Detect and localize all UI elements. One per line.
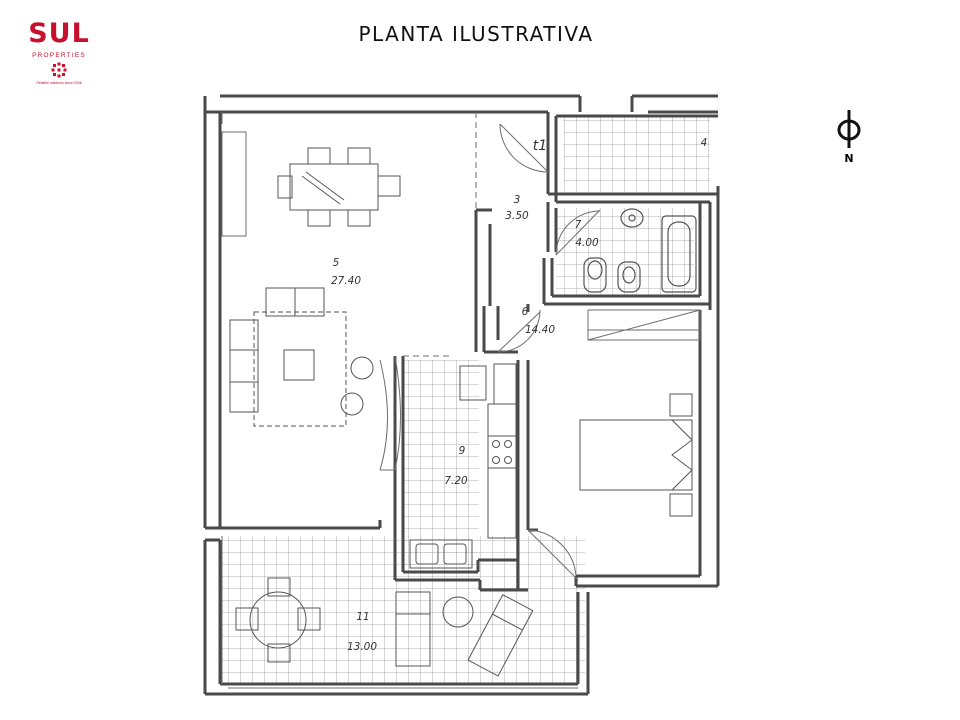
kitchen-sink: [409, 539, 473, 569]
bedroom-furniture: [579, 393, 693, 517]
thin-lines: [221, 112, 701, 689]
walls: [203, 94, 720, 696]
room-6-number: 6: [522, 306, 529, 318]
dining-chair: [347, 147, 371, 165]
nightstand: [669, 393, 693, 417]
room-7-area: 4.00: [575, 237, 599, 249]
coffee-table: [283, 349, 315, 381]
doors: [379, 123, 601, 581]
logo-subtitle: PROPERTIES: [32, 52, 86, 59]
room-5-area: 27.40: [331, 275, 361, 287]
wall-panel: [221, 131, 247, 237]
room-6-area: 14.40: [525, 324, 555, 336]
kitchen-counter: [487, 403, 517, 539]
terrace-chair: [267, 643, 291, 663]
logo-wordmark: SUL: [28, 18, 90, 49]
logo-pattern-icon: [51, 62, 67, 78]
double-bed: [579, 419, 693, 491]
north-indicator: N: [832, 108, 866, 170]
room-3-area: 3.50: [505, 210, 529, 222]
terrace-chair: [235, 607, 259, 631]
bedroom-door: [497, 309, 541, 353]
room-9-area: 7.20: [444, 475, 468, 487]
side-table: [442, 596, 474, 628]
fridge: [493, 363, 517, 405]
hob: [487, 435, 517, 469]
north-label: N: [844, 152, 854, 165]
room-labels: 3 3.50 4 5 27.40 6 14.40 7 4.00 9 7.20 1…: [331, 137, 707, 653]
balcony-tiles: [563, 116, 710, 192]
page-title: PLANTA ILUSTRATIVA: [358, 22, 594, 46]
room-3-number: 3: [514, 194, 521, 206]
logo-tagline: Reliable solutions since 2006: [36, 81, 82, 85]
dining-chair: [277, 175, 293, 199]
nightstand: [669, 493, 693, 517]
bathroom-door: [555, 209, 601, 256]
room-11-area: 13.00: [347, 641, 377, 653]
toilet: [583, 257, 607, 293]
company-logo: SUL PROPERTIES Reliable solutions since …: [24, 18, 94, 94]
lounge-chair: [395, 591, 431, 667]
dining-chair: [307, 209, 331, 227]
room-4-number: 4: [701, 137, 708, 149]
kitchen-tiles: [403, 360, 479, 565]
sofa-side: [229, 319, 259, 413]
stool: [340, 392, 364, 416]
terrace-chair: [267, 577, 291, 597]
room-t1-label: t1: [533, 138, 547, 154]
bathtub: [661, 215, 697, 293]
stool: [350, 356, 374, 380]
sun-lounger: [467, 594, 534, 677]
terrace-chair: [297, 607, 321, 631]
room-5-number: 5: [333, 257, 340, 269]
terrace-door: [527, 529, 579, 581]
bidet: [617, 261, 641, 293]
rug: [253, 311, 347, 427]
living-furniture: [229, 287, 374, 427]
tiled-floors: [222, 116, 710, 684]
room-9-number: 9: [459, 445, 466, 457]
terrace-furniture: [235, 577, 534, 677]
washbasin: [620, 208, 644, 228]
dining-chair: [377, 175, 401, 197]
entry-door: [499, 123, 549, 173]
dining-chair: [347, 209, 371, 227]
dining-table: [277, 147, 401, 227]
bathroom-fixtures: [583, 208, 697, 293]
room-11-number: 11: [356, 611, 369, 623]
kitchen-fixtures: [409, 363, 517, 569]
dining-chair: [307, 147, 331, 165]
room-7-number: 7: [575, 219, 582, 231]
terrace-table: [249, 591, 307, 649]
bathtub-inner: [667, 221, 691, 287]
kitchen-curved-door: [379, 355, 401, 471]
north-arrow-icon: [837, 110, 861, 148]
column: [459, 365, 487, 401]
